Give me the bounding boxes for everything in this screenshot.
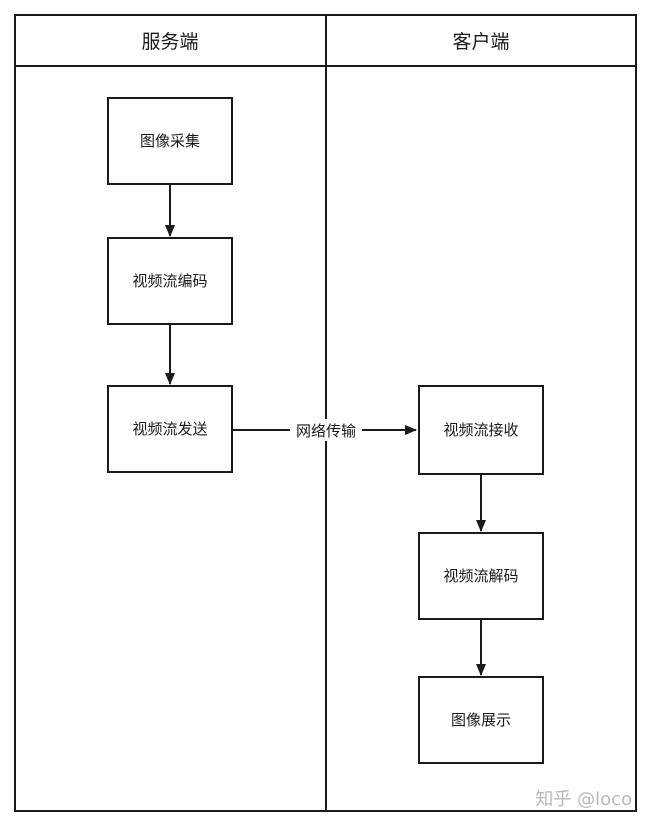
node-decode: 视频流解码 — [418, 532, 544, 620]
node-send: 视频流发送 — [107, 385, 233, 473]
watermark-text: 知乎 @loco — [535, 789, 632, 810]
node-label: 视频流发送 — [132, 420, 207, 438]
node-label: 视频流编码 — [132, 272, 207, 290]
edge-label-background — [290, 419, 362, 441]
node-label: 视频流接收 — [443, 421, 518, 439]
node-display: 图像展示 — [418, 676, 544, 764]
edge-label-network-transfer: 网络传输 — [296, 422, 356, 440]
node-encode: 视频流编码 — [107, 237, 233, 325]
node-label: 视频流解码 — [443, 567, 518, 585]
lane-title-client: 客户端 — [452, 31, 509, 53]
lane-title-server: 服务端 — [141, 31, 198, 53]
node-label: 图像展示 — [451, 711, 511, 729]
node-capture: 图像采集 — [107, 97, 233, 185]
node-receive: 视频流接收 — [418, 385, 544, 475]
node-label: 图像采集 — [140, 132, 200, 150]
